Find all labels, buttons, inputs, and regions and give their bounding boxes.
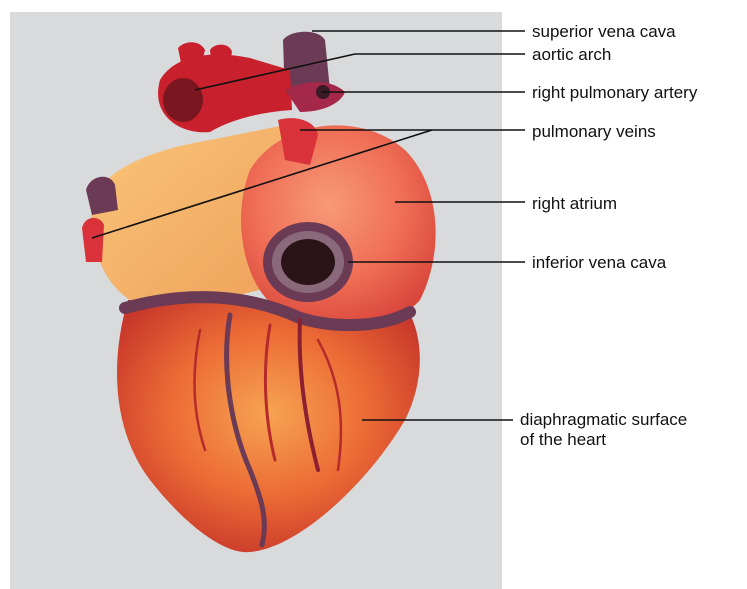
- label-aortic-arch: aortic arch: [532, 45, 611, 64]
- label-diaphragmatic-surface-line1: diaphragmatic surface: [520, 410, 687, 429]
- label-superior-vena-cava: superior vena cava: [532, 22, 676, 41]
- label-right-atrium: right atrium: [532, 194, 617, 213]
- label-pulmonary-veins: pulmonary veins: [532, 122, 656, 141]
- labels: superior vena cava aortic arch right pul…: [520, 22, 698, 449]
- inferior-vena-cava-shape: [263, 222, 353, 302]
- label-diaphragmatic-surface-line2: of the heart: [520, 430, 606, 449]
- right-atrium-shape: [241, 125, 436, 324]
- label-inferior-vena-cava: inferior vena cava: [532, 253, 667, 272]
- label-right-pulmonary-artery: right pulmonary artery: [532, 83, 698, 102]
